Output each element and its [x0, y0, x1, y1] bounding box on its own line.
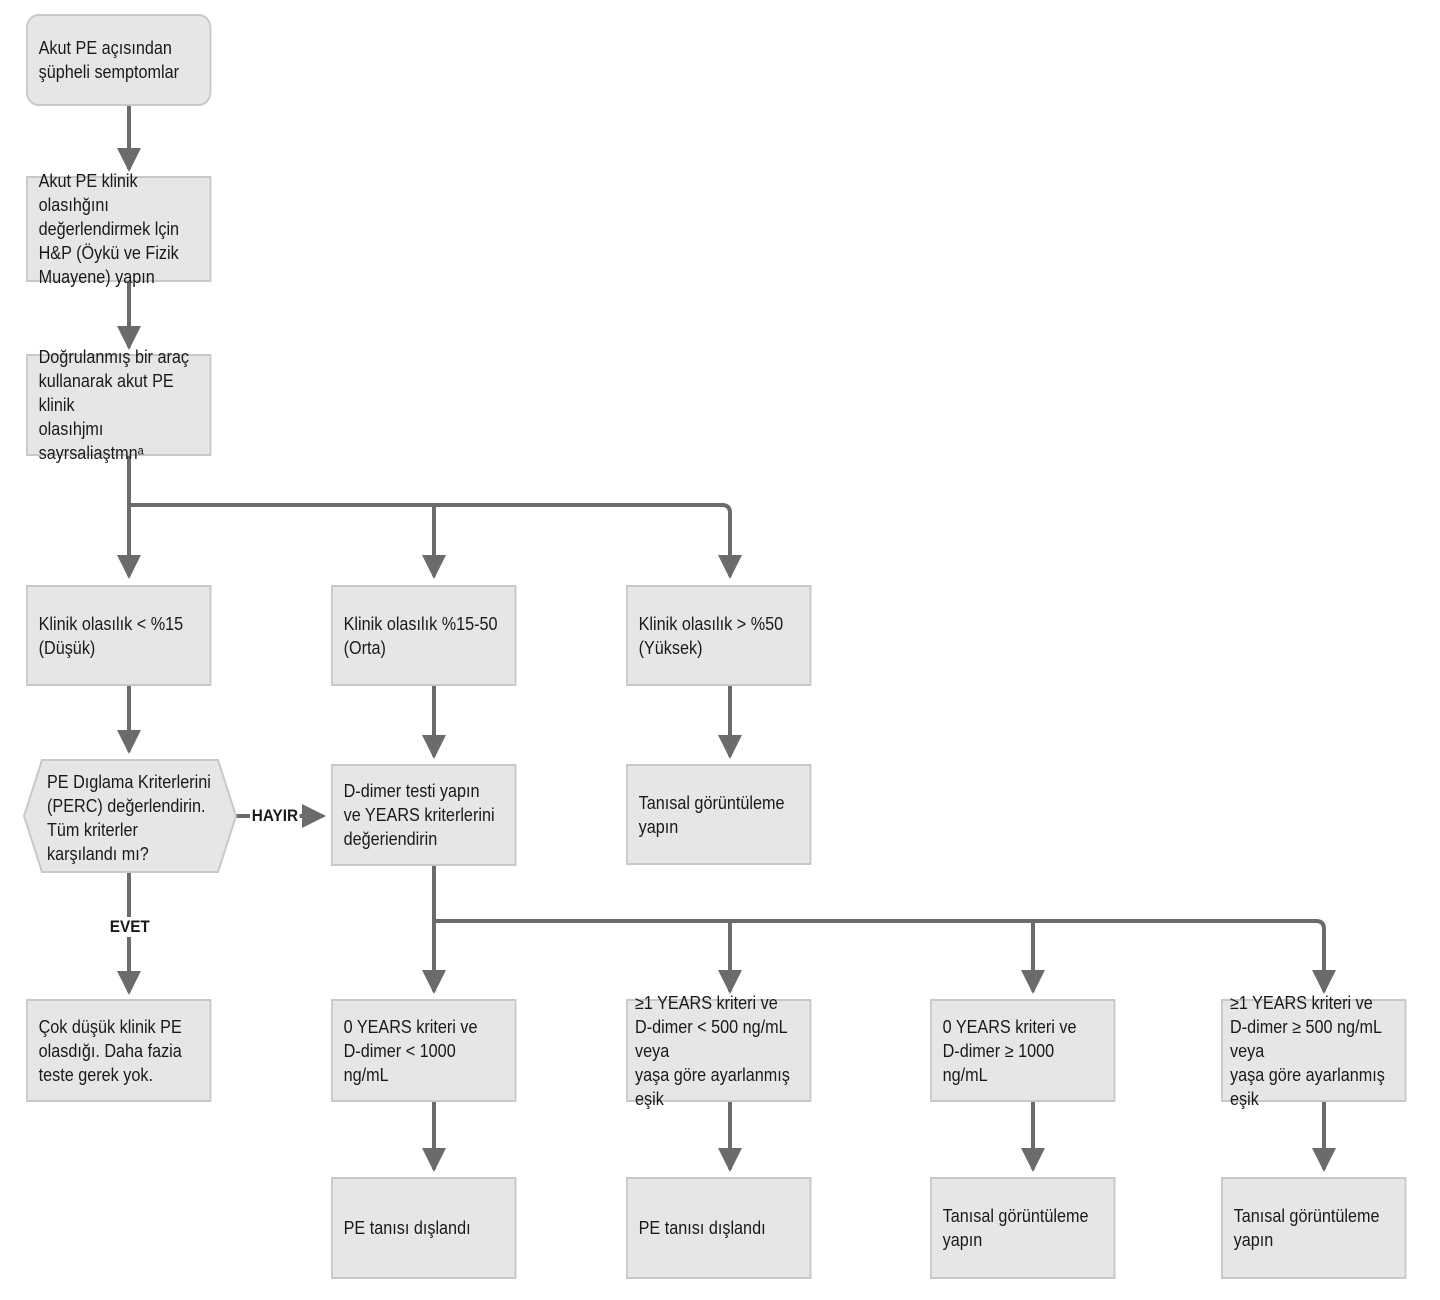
- edge-label-no: HAYIR: [250, 806, 300, 826]
- node-start-text: Akut PE açısından şüpheli semptomlar: [38, 38, 180, 82]
- node-low-probability-text: Klinik olasılık < %15 (Düşük): [38, 613, 184, 658]
- perc-decision-shape: [22, 759, 238, 873]
- node-moderate-probability-text: Klinik olasılık %15-50 (Orta): [343, 613, 498, 658]
- edge-label-yes: EVET: [108, 917, 152, 937]
- node-years1-ddimer-lt500-text: ≥1 YEARS kriteri ve D-dimer < 500 ng/mL …: [635, 992, 790, 1109]
- node-imaging-1: Tanısal görüntüleme yapın: [930, 1177, 1116, 1279]
- node-ddimer-years-text: D-dimer testi yapın ve YEARS kriterlerin…: [343, 781, 495, 849]
- node-years0-ddimer-ge1000-text: 0 YEARS kriteri ve D-dimer ≥ 1000 ng/mL: [942, 1016, 1077, 1085]
- node-pe-excluded-2: PE tanısı dışlandı: [626, 1177, 812, 1279]
- branch-probability-split: [127, 454, 742, 579]
- node-high-imaging: Tanısal görüntüleme yapın: [626, 764, 812, 865]
- node-very-low-probability: Çok düşük klinik PE olasdığı. Daha fazia…: [26, 999, 212, 1102]
- node-pe-excluded-2-text: PE tanısı dışlandı: [638, 1218, 766, 1238]
- node-years1-ddimer-ge500-text: ≥1 YEARS kriteri ve D-dimer ≥ 500 ng/mL …: [1230, 992, 1385, 1109]
- node-high-probability-text: Klinik olasılık > %50 (Yüksek): [638, 613, 784, 658]
- node-pe-excluded-1-text: PE tanısı dışlandı: [343, 1218, 471, 1238]
- node-perc-decision-text: PE Dıglama Kriterlerini (PERC) değerlend…: [47, 772, 211, 864]
- branch-ddimer-split: [432, 864, 1336, 994]
- node-high-imaging-text: Tanısal görüntüleme yapın: [638, 792, 785, 837]
- node-perc-decision: [22, 759, 238, 873]
- node-imaging-2-text: Tanısal görüntüleme yapın: [1233, 1206, 1380, 1250]
- node-history-exam: Akut PE klinik olasıhğını değerlendirmek…: [26, 171, 212, 287]
- node-years0-ddimer-lt1000: 0 YEARS kriteri ve D-dimer < 1000 ng/mL: [331, 999, 517, 1102]
- node-imaging-1-text: Tanısal görüntüleme yapın: [942, 1206, 1089, 1250]
- node-years1-ddimer-ge500: ≥1 YEARS kriteri ve D-dimer ≥ 500 ng/mL …: [1221, 993, 1407, 1109]
- node-years0-ddimer-ge1000: 0 YEARS kriteri ve D-dimer ≥ 1000 ng/mL: [930, 999, 1116, 1102]
- node-quantify-probability: Doğrulanmış bir araç kullanarak akut PE …: [26, 347, 212, 463]
- node-low-probability: Klinik olasılık < %15 (Düşük): [26, 585, 212, 686]
- node-very-low-probability-text: Çok düşük klinik PE olasdığı. Daha fazia…: [38, 1016, 182, 1085]
- node-history-exam-text: Akut PE klinik olasıhğını değerlendirmek…: [38, 171, 180, 287]
- node-pe-excluded-1: PE tanısı dışlandı: [331, 1177, 517, 1279]
- node-years1-ddimer-lt500: ≥1 YEARS kriteri ve D-dimer < 500 ng/mL …: [626, 993, 812, 1109]
- node-years0-ddimer-lt1000-text: 0 YEARS kriteri ve D-dimer < 1000 ng/mL: [343, 1016, 478, 1085]
- node-moderate-probability: Klinik olasılık %15-50 (Orta): [331, 585, 517, 686]
- node-high-probability: Klinik olasılık > %50 (Yüksek): [626, 585, 812, 686]
- node-start: Akut PE açısından şüpheli semptomlar: [26, 14, 212, 106]
- node-quantify-probability-text: Doğrulanmış bir araç kullanarak akut PE …: [38, 347, 189, 463]
- node-imaging-2: Tanısal görüntüleme yapın: [1221, 1177, 1407, 1279]
- node-ddimer-years: D-dimer testi yapın ve YEARS kriterlerin…: [331, 764, 517, 866]
